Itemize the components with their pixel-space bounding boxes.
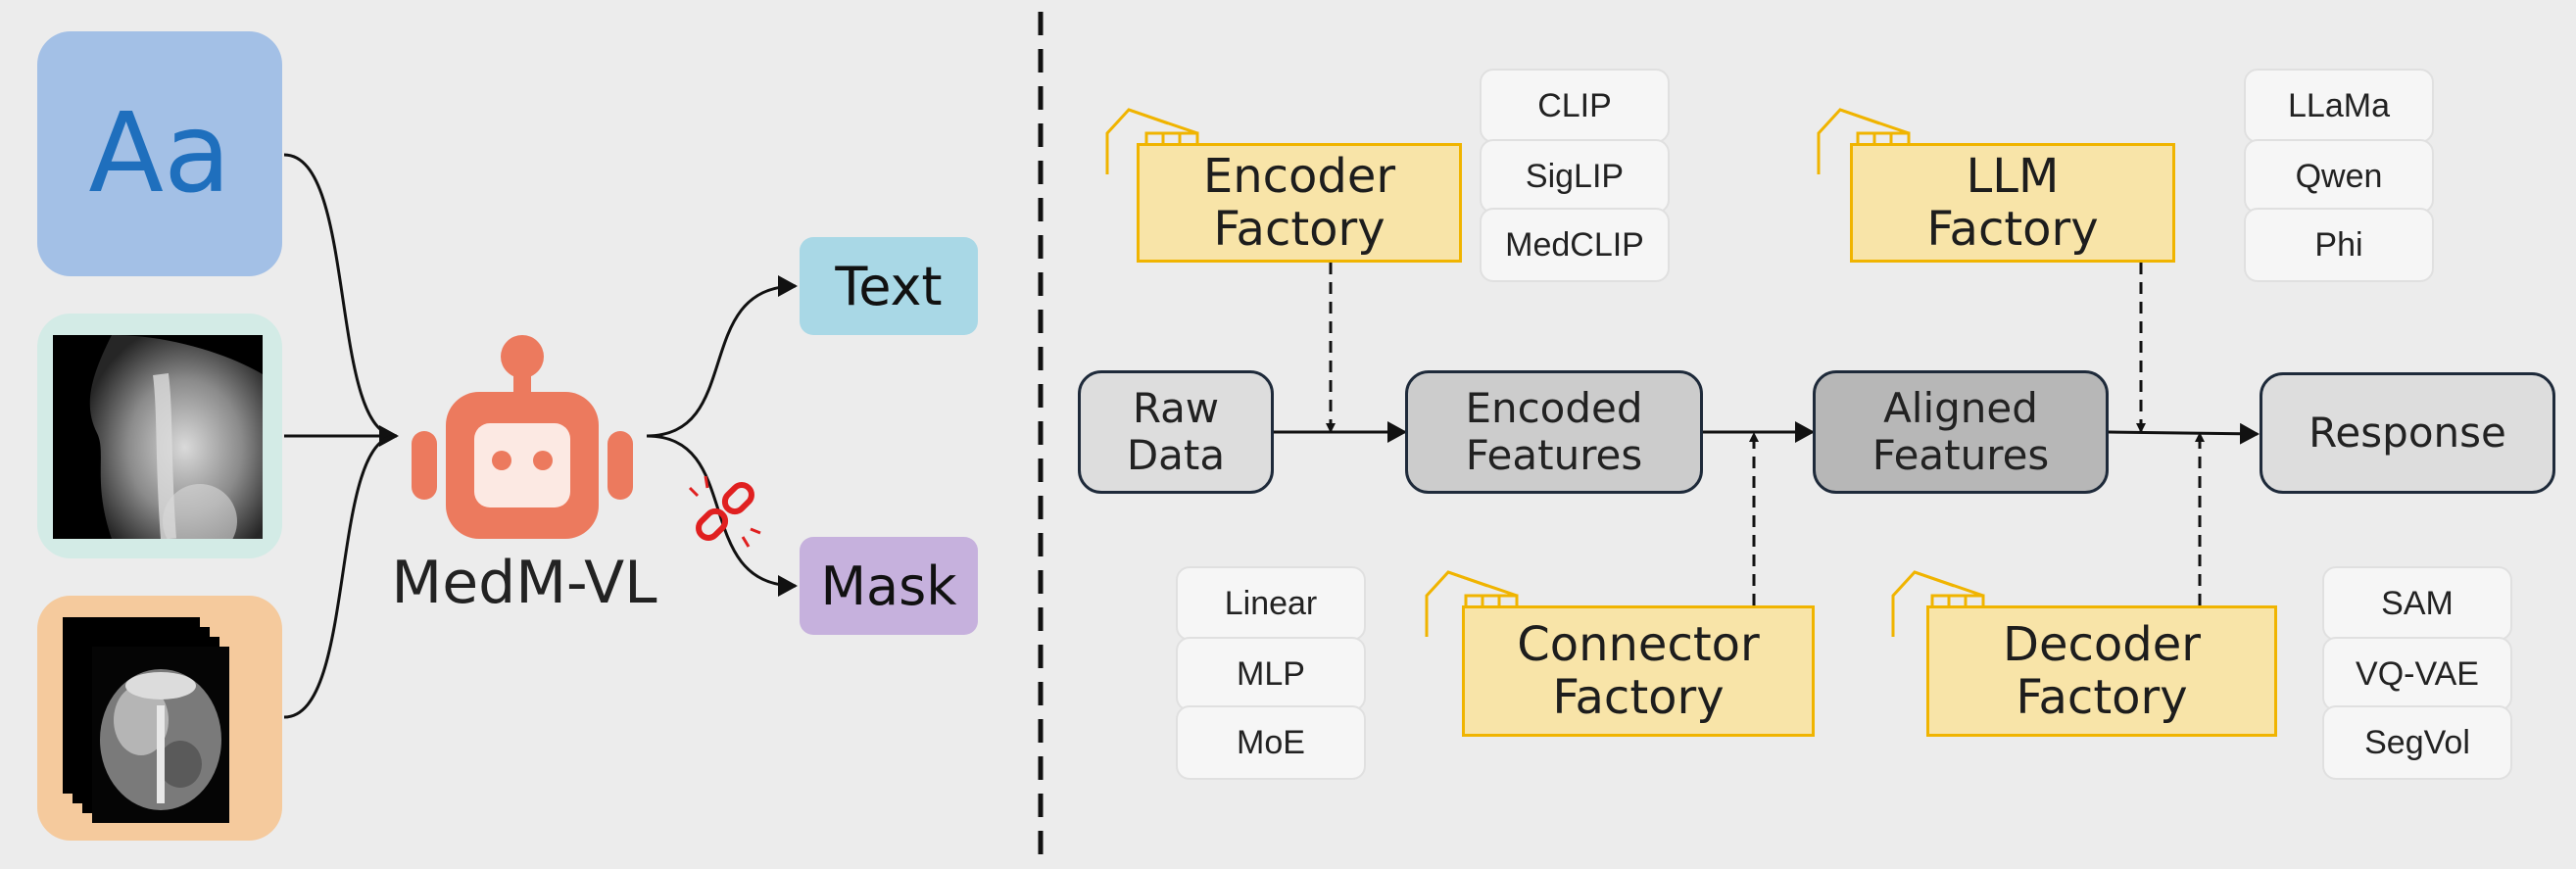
llm-option-label: Phi [2314,225,2363,264]
encoder-factory-label: Encoder Factory [1202,149,1396,257]
stage-aligned-features: Aligned Features [1813,370,2109,494]
stage-raw-data: Raw Data [1078,370,1274,494]
decoder-option-label: SAM [2381,584,2454,622]
encoder-option: MedCLIP [1480,208,1670,282]
mask-output: Mask [800,537,978,635]
decoder-option: SegVol [2322,705,2512,780]
llm-option: Qwen [2244,139,2434,214]
aligned-to-response-arrow [2108,422,2260,445]
text-input-arrow [283,153,398,438]
mask-output-label: Mask [820,555,957,617]
encoder-option-label: MedCLIP [1505,225,1644,264]
llm-option: Phi [2244,208,2434,282]
xray-image [53,335,263,539]
encoder-option-label: SigLIP [1525,157,1625,195]
stage-raw-data-label: Raw Data [1126,384,1226,479]
decoder-option: SAM [2322,566,2512,641]
llm-option-label: LLaMa [2288,86,2390,124]
text-input-card: Aa [37,31,282,276]
text-output-arrow [646,275,798,438]
stage-aligned-features-label: Aligned Features [1871,384,2050,479]
connector-factory: Connector Factory [1462,605,1815,737]
decoder-factory: Decoder Factory [1926,605,2277,737]
stage-encoded-features: Encoded Features [1405,370,1703,494]
llm-option: LLaMa [2244,69,2434,143]
decoder-option-label: VQ-VAE [2356,654,2479,693]
connector-option-label: Linear [1224,584,1318,622]
encoder-option-label: CLIP [1537,86,1612,124]
encoder-factory: Encoder Factory [1137,143,1462,263]
connector-option: Linear [1176,566,1366,641]
ct-input-arrow [283,434,398,719]
stage-response-label: Response [2309,409,2506,457]
text-output: Text [800,237,978,335]
connector-option: MoE [1176,705,1366,780]
llm-factory: LLM Factory [1850,143,2175,263]
ct-input-card [37,596,282,841]
decoder-option: VQ-VAE [2322,637,2512,711]
ct-stack-image [63,617,259,823]
text-output-label: Text [835,255,943,317]
connector-factory-label: Connector Factory [1517,617,1760,725]
robot-icon [412,333,637,539]
stage-response: Response [2260,372,2555,494]
stage-encoded-features-label: Encoded Features [1465,384,1643,479]
encoder-option: SigLIP [1480,139,1670,214]
decoder-factory-label: Decoder Factory [2003,617,2201,725]
broken-link-icon [686,472,764,551]
llm-option-label: Qwen [2295,157,2383,195]
connector-option: MLP [1176,637,1366,711]
xray-input-card [37,314,282,558]
connector-option-label: MoE [1237,723,1305,761]
encoder-option: CLIP [1480,69,1670,143]
connector-option-label: MLP [1237,654,1305,693]
text-input-glyph: Aa [88,90,231,217]
model-name: MedM-VL [391,549,657,617]
llm-factory-label: LLM Factory [1926,149,2099,257]
decoder-option-label: SegVol [2364,723,2470,761]
